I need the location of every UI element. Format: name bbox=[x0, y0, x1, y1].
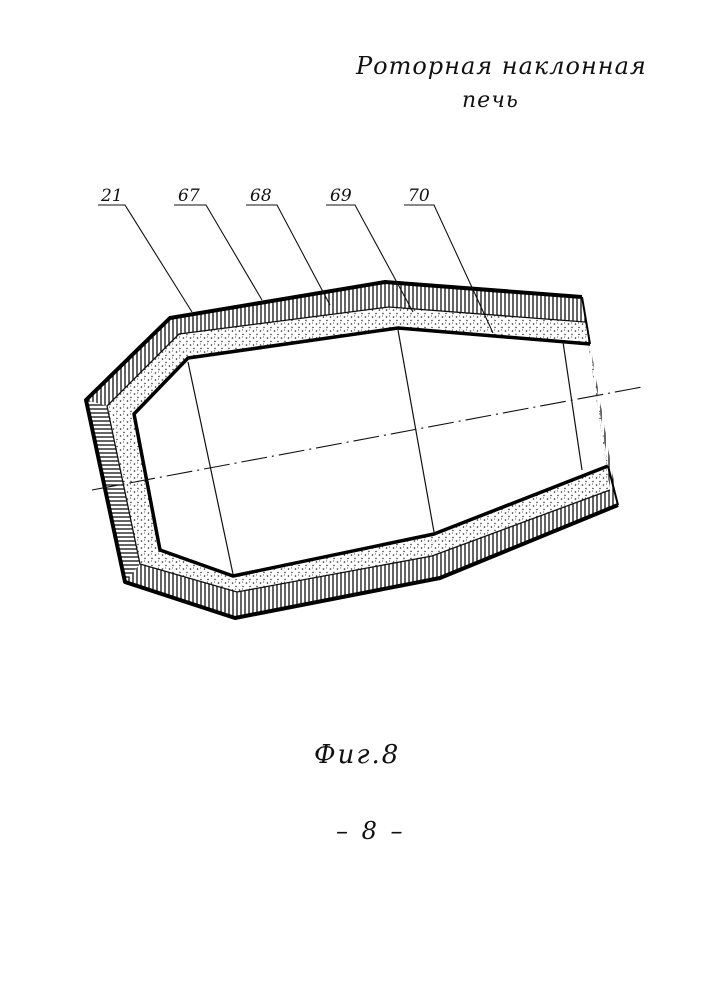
section-line-middle bbox=[398, 330, 434, 532]
section-line-right bbox=[563, 342, 582, 470]
callout-label-67: 67 bbox=[178, 186, 200, 206]
callout-label-69: 69 bbox=[330, 186, 352, 206]
rotation-axis bbox=[92, 387, 642, 490]
page-number: – 8 – bbox=[336, 817, 406, 845]
callout-label-70: 70 bbox=[408, 186, 430, 206]
callout-label-21: 21 bbox=[100, 186, 123, 206]
callout-label-68: 68 bbox=[250, 186, 272, 206]
figure-caption: Фиг.8 bbox=[314, 740, 400, 770]
